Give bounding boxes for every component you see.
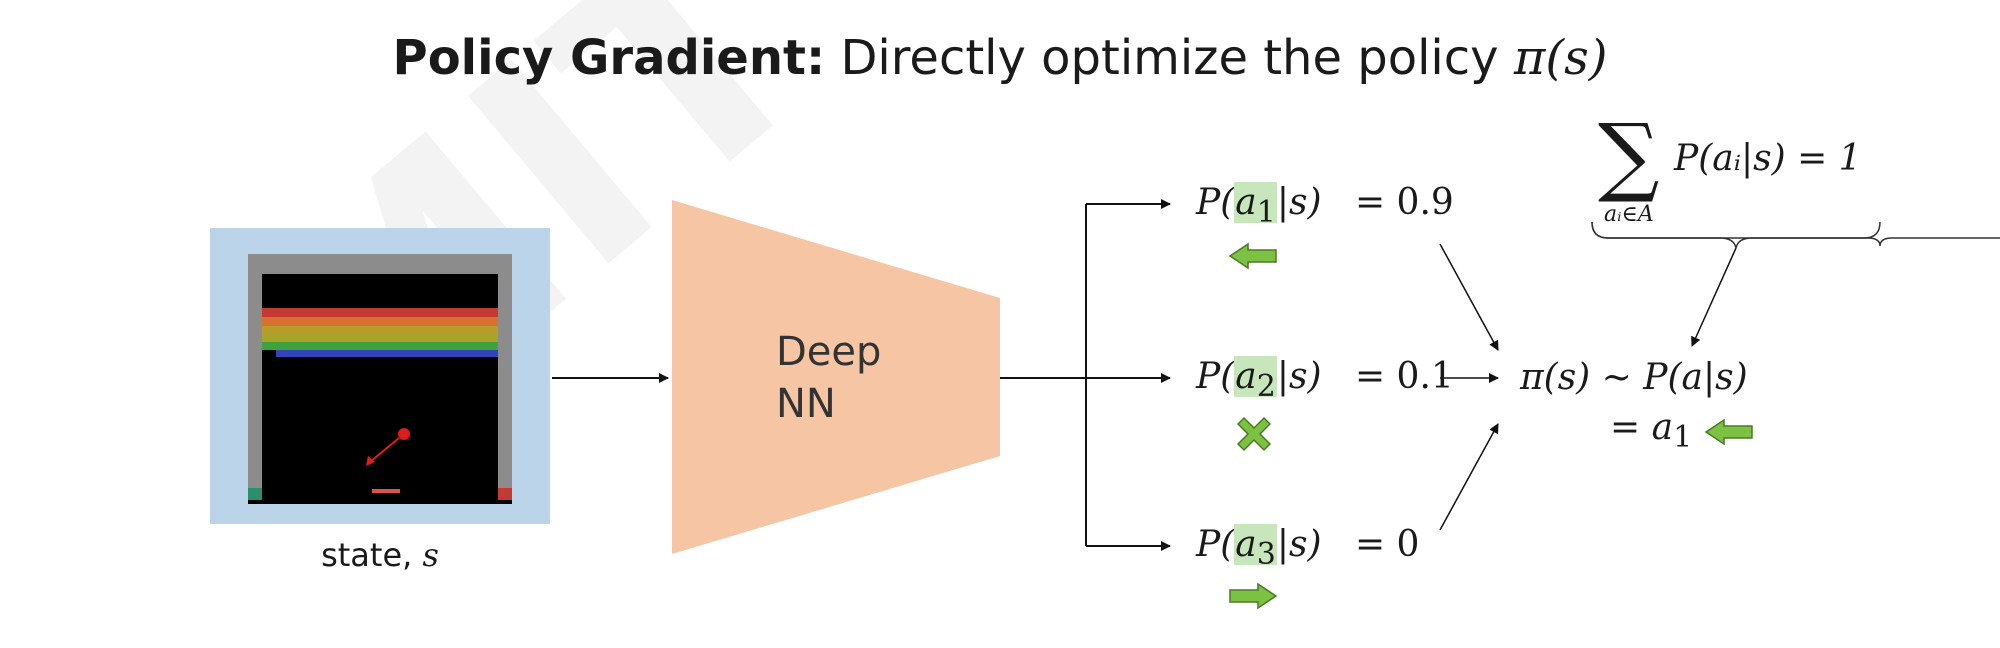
prob-prefix: P( — [1196, 524, 1235, 565]
prob-value: = 0.9 — [1354, 182, 1454, 223]
action-subscript: 1 — [1256, 195, 1276, 231]
title-policy-symbol: π(s) — [1513, 30, 1608, 86]
state-symbol: s — [422, 536, 439, 574]
policy-result: = a1 — [1610, 407, 1692, 455]
action-highlight: a3 — [1234, 524, 1277, 572]
network-label-line1: Deep — [776, 329, 882, 375]
neural-network-shape — [672, 200, 1000, 554]
network-label: Deep NN — [776, 326, 881, 430]
action-subscript: 2 — [1256, 369, 1276, 405]
sum-rhs: P(aᵢ|s) = 1 — [1674, 138, 1862, 179]
prob-suffix: |s) — [1276, 182, 1322, 223]
right-arrow-icon — [1229, 582, 1278, 610]
sum-subscript: aᵢ∈A — [1604, 202, 1654, 227]
prob-value: = 0.1 — [1354, 356, 1454, 397]
action-highlight: a2 — [1234, 356, 1277, 404]
policy-distribution: π(s) ~ P(a|s) — [1520, 357, 1748, 398]
title-bold: Policy Gradient: — [392, 30, 826, 86]
action-subscript: 3 — [1256, 537, 1276, 573]
probability-a1: P(a1|s) = 0.9 — [1196, 182, 1454, 230]
prob-suffix: |s) — [1276, 356, 1322, 397]
action-symbol: a — [1235, 524, 1257, 565]
state-caption-text: state, — [321, 536, 413, 574]
policy-distribution-text: π(s) ~ P(a|s) — [1520, 357, 1748, 398]
prob-prefix: P( — [1196, 182, 1235, 223]
sum-symbol: ∑ — [1598, 106, 1660, 206]
policy-result-prefix: = a — [1610, 407, 1674, 448]
action-highlight: a1 — [1234, 182, 1277, 230]
state-caption: state, s — [210, 536, 550, 574]
action-symbol: a — [1235, 182, 1257, 223]
left-arrow-icon — [1228, 242, 1277, 270]
prob-value: = 0 — [1354, 524, 1420, 565]
result-left-arrow-icon — [1704, 418, 1753, 446]
network-label-line2: NN — [776, 381, 836, 427]
policy-result-subscript: 1 — [1673, 420, 1693, 456]
title-text: Directly optimize the policy — [840, 30, 1499, 86]
prob-suffix: |s) — [1276, 524, 1322, 565]
prob-prefix: P( — [1196, 356, 1235, 397]
slide-title: Policy Gradient: Directly optimize the p… — [0, 30, 2000, 86]
probability-a2: P(a2|s) = 0.1 — [1196, 356, 1454, 404]
sum-rhs-text: P(aᵢ|s) = 1 — [1674, 138, 1862, 179]
cross-icon — [1236, 416, 1272, 452]
game-screen — [210, 228, 550, 524]
action-symbol: a — [1235, 356, 1257, 397]
probability-a3: P(a3|s) = 0 — [1196, 524, 1419, 572]
